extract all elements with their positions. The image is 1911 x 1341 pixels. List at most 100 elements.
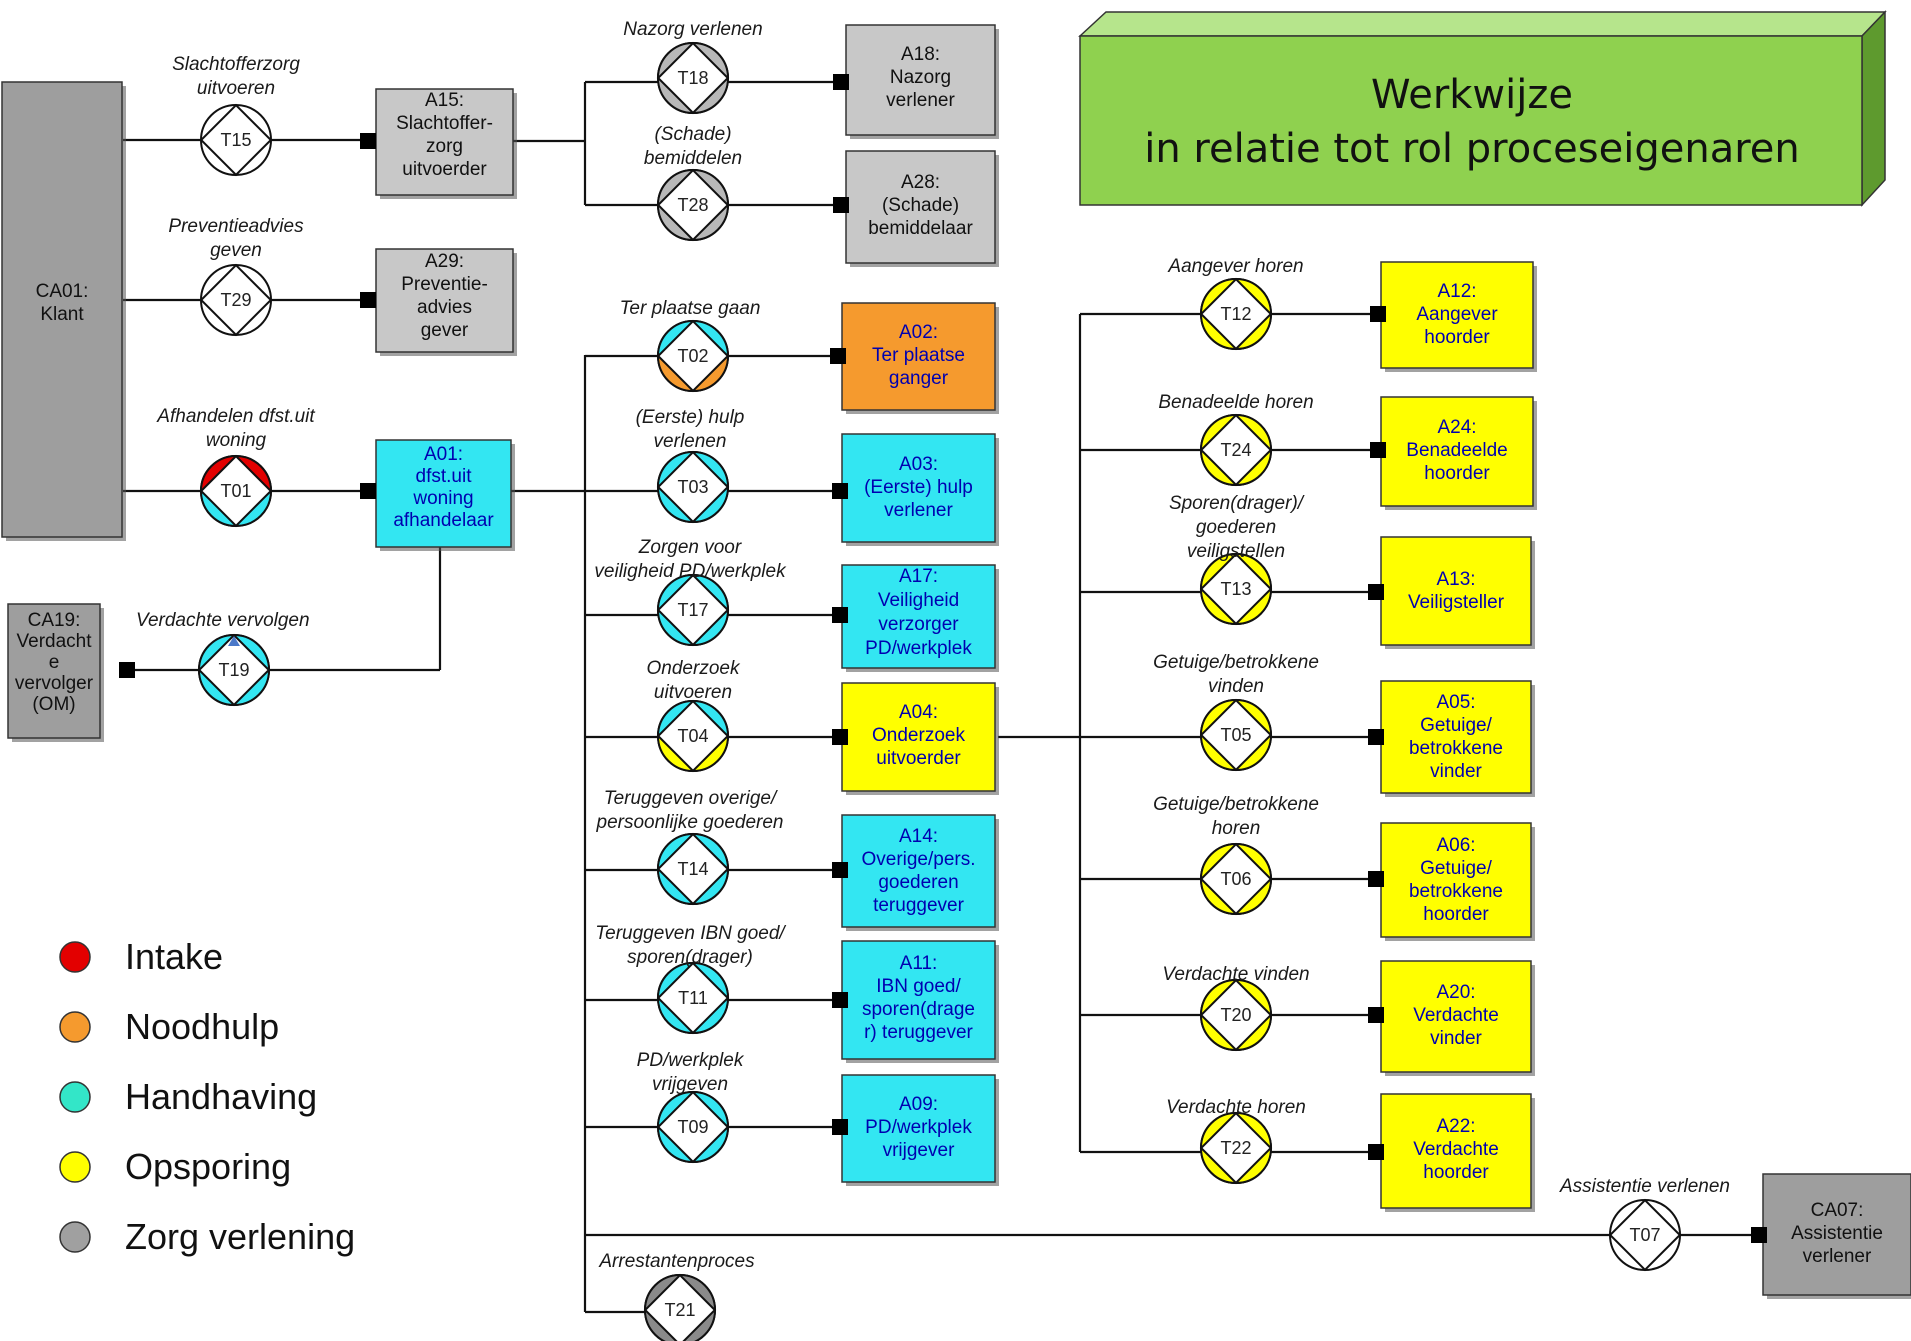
box-shape [1380, 536, 1532, 646]
connector-square [832, 862, 848, 878]
actor-a28: A28:(Schade)bemiddelaar [845, 150, 999, 267]
title-line-1: Werkwijze [1371, 72, 1573, 118]
transaction-diamond [656, 573, 730, 647]
box-shape [841, 433, 996, 543]
transaction-id: T29 [220, 290, 251, 310]
transaction-id: T24 [1220, 440, 1251, 460]
transaction-label-line: veiligstellen [1187, 541, 1285, 562]
transaction-id: T15 [220, 130, 251, 150]
actor-label-line: Assistentie [1791, 1223, 1883, 1244]
transaction-label-line: Slachtofferzorg [172, 54, 300, 75]
actor-label-line: dfst.uit [416, 466, 473, 487]
transaction-label-line: bemiddelen [644, 148, 742, 169]
actor-label-line: A04: [899, 702, 938, 723]
actor-label-line: A14: [899, 826, 938, 847]
box-shape [1, 81, 123, 538]
transaction-label-line: Verdachte vervolgen [136, 610, 310, 631]
transaction-label-line: Zorgen voor [638, 537, 742, 558]
actor-label-line: A13: [1436, 569, 1475, 590]
actor-label-line: advies [417, 297, 472, 318]
legend-item: Noodhulp [59, 1006, 279, 1047]
transaction-diamond [199, 103, 273, 177]
box-shape [7, 603, 101, 739]
actor-label-line: goederen [878, 872, 958, 893]
transaction-diamond [197, 633, 271, 707]
transaction-id: T02 [677, 346, 708, 366]
transaction-id: T07 [1629, 1225, 1660, 1245]
legend-label: Intake [125, 936, 223, 977]
transaction-label-line: Aangever horen [1167, 256, 1303, 277]
connector-square [1368, 729, 1384, 745]
box-shape [1380, 680, 1532, 794]
transaction-label-line: uitvoeren [654, 682, 732, 703]
actor-label-line: hoorder [1424, 327, 1490, 348]
connector-square [360, 292, 376, 308]
transaction-label-line: woning [206, 430, 267, 451]
transaction-id: T06 [1220, 869, 1251, 889]
transaction-label-line: vinden [1208, 676, 1264, 697]
actor-label-line: A17: [899, 566, 938, 587]
box-shape [375, 88, 514, 196]
connector-square [360, 133, 376, 149]
transaction-label-line: Verdachte horen [1166, 1097, 1306, 1118]
actor-label-line: ganger [889, 368, 949, 389]
actor-label-line: A22: [1436, 1116, 1475, 1137]
transaction-label-line: Benadeelde horen [1158, 392, 1313, 413]
transaction-label-line: Arrestantenproces [598, 1251, 755, 1272]
transaction-diamond [643, 1273, 717, 1341]
role-color-segment [683, 1310, 715, 1341]
transaction-label-line: (Eerste) hulp [636, 407, 745, 428]
actor-label-line: Veiligsteller [1408, 592, 1505, 613]
transaction-diamond [1199, 277, 1273, 351]
actor-label-line: vinder [1430, 1028, 1482, 1049]
transaction-id: T09 [677, 1117, 708, 1137]
actor-label-line: A09: [899, 1094, 938, 1115]
transaction-diamond [656, 168, 730, 242]
transaction-t28: T28(Schade)bemiddelen [644, 124, 742, 242]
role-color-segment [645, 1310, 677, 1341]
transaction-diamond [1199, 978, 1273, 1052]
transaction-label-line: horen [1212, 818, 1261, 839]
actor-label-line: Verdacht [17, 631, 93, 652]
box-shape [1380, 396, 1534, 507]
transaction-label-line: Teruggeven IBN goed/ [595, 923, 786, 944]
transaction-label-line: Onderzoek [647, 658, 741, 679]
actor-ca01: CA01:Klant [1, 81, 126, 541]
connector-square [1370, 442, 1386, 458]
initiator-marker [228, 636, 240, 646]
transaction-id: T05 [1220, 725, 1251, 745]
transaction-label-line: Nazorg verlenen [623, 19, 762, 40]
actor-label-line: vervolger [15, 673, 94, 694]
transaction-symbols: T15SlachtofferzorguitvoerenT29Preventiea… [136, 19, 1730, 1341]
title-block: Werkwijze in relatie tot rol proceseigen… [1078, 10, 1887, 207]
actor-label-line: verlener [886, 90, 955, 111]
transaction-label-line: geven [210, 240, 262, 261]
transaction-diamond [1199, 552, 1273, 626]
transaction-id: T01 [220, 481, 251, 501]
connector-square [1368, 871, 1384, 887]
box-shape [375, 439, 512, 548]
actor-label-line: PD/werkplek [865, 638, 972, 659]
transaction-diamond [656, 961, 730, 1035]
transaction-label-line: uitvoeren [197, 78, 275, 99]
box-shape [841, 940, 996, 1060]
legend-swatch [59, 1081, 91, 1113]
box-shape [841, 302, 996, 411]
connector-square [833, 74, 849, 90]
